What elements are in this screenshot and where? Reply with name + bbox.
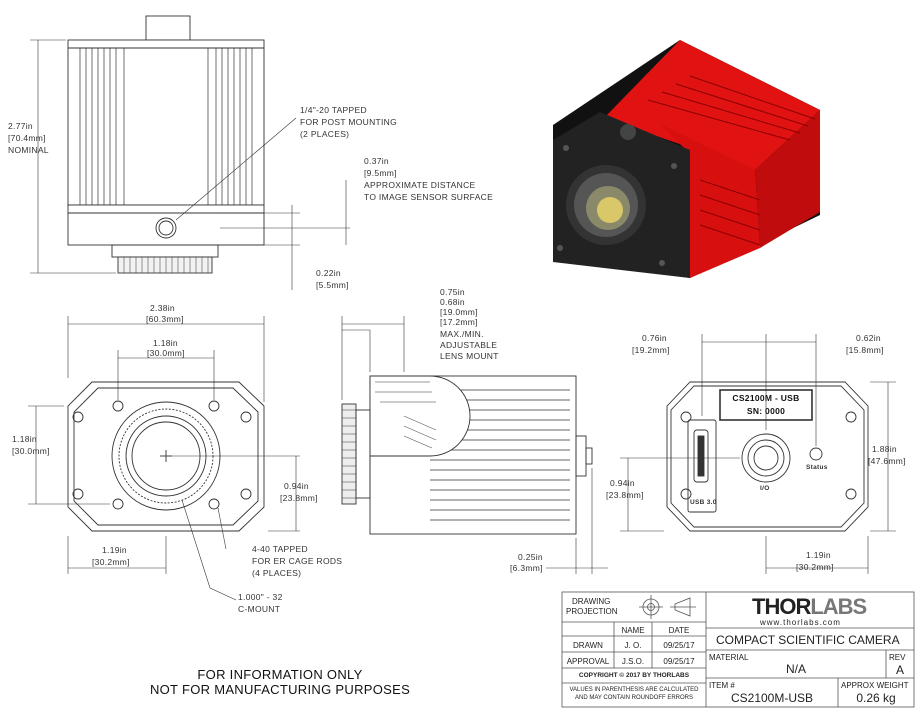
center-dim-mm: [23.8mm] [280, 493, 318, 503]
rear-center-dim-mm: [23.8mm] [606, 490, 644, 500]
approval-label: APPROVAL [566, 657, 610, 666]
rear-bottom-dim-mm: [30.2mm] [796, 562, 834, 572]
bottom-dim-in: 1.19in [102, 545, 127, 555]
cage-note-2: FOR ER CAGE RODS [252, 556, 343, 566]
rear-height-dim-in: 1.88in [872, 444, 897, 454]
rear-right-dim-in: 0.62in [856, 333, 881, 343]
center-dim-in: 0.94in [284, 481, 309, 491]
cage-note-3: (4 PLACES) [252, 568, 302, 578]
inner-dim-mm: [30.0mm] [147, 348, 185, 358]
projection-label-2: PROJECTION [566, 607, 618, 616]
sensor-note-2: TO IMAGE SENSOR SURFACE [364, 192, 494, 202]
rear-center-dim-in: 0.94in [610, 478, 635, 488]
inner-dim-in: 1.18in [153, 338, 178, 348]
title-block [561, 591, 915, 708]
drawn-date: 09/25/17 [663, 641, 695, 650]
cmount-note-2: C-MOUNT [238, 604, 281, 614]
tapped-note-1: 1/4"-20 TAPPED [300, 105, 367, 115]
width-dim-mm: [60.3mm] [146, 314, 184, 324]
copyright: COPYRIGHT © 2017 BY THORLABS [578, 672, 690, 679]
lens-note-2: ADJUSTABLE [440, 340, 498, 350]
drawn-label: DRAWN [573, 641, 603, 650]
side-view [341, 316, 608, 574]
top-view [30, 15, 350, 290]
disclaimer-line-1: FOR INFORMATION ONLY [197, 667, 363, 682]
side-bottom-dim-in: 0.25in [518, 552, 543, 562]
mount-dim-mm: [5.5mm] [316, 280, 349, 290]
weight-label: APPROX WEIGHT [841, 681, 909, 690]
date-header: DATE [668, 626, 690, 635]
rear-bottom-dim-in: 1.19in [806, 550, 831, 560]
height-dim-note: NOMINAL [8, 145, 49, 155]
thorlabs-logo: THORLABS [752, 594, 867, 619]
lens-dim-mm-2: [17.2mm] [440, 317, 478, 327]
lens-dim-mm-1: [19.0mm] [440, 307, 478, 317]
sensor-dim-mm: [9.5mm] [364, 168, 397, 178]
website: www.thorlabs.com [760, 618, 841, 627]
rear-height-dim-mm: [47.6mm] [868, 456, 906, 466]
mount-dim-in: 0.22in [316, 268, 341, 278]
cmount-note-1: 1.000" - 32 [238, 592, 283, 602]
lens-note-1: MAX./MIN. [440, 329, 484, 339]
io-port-label: I/O [760, 485, 770, 492]
weight-value: 0.26 kg [856, 691, 896, 705]
front-view [28, 316, 300, 601]
projection-label-1: DRAWING [572, 597, 611, 606]
side-dim-mm: [30.0mm] [12, 446, 50, 456]
sensor-note-1: APPROXIMATE DISTANCE [364, 180, 476, 190]
rev-value: A [895, 663, 904, 677]
item-value: CS2100M-USB [730, 691, 814, 705]
approval-date: 09/25/17 [663, 657, 695, 666]
sensor-dim-in: 0.37in [364, 156, 389, 166]
rear-right-dim-mm: [15.8mm] [846, 345, 884, 355]
usb-port-label: USB 3.0 [690, 499, 717, 506]
disclaimer-line-2: NOT FOR MANUFACTURING PURPOSES [149, 682, 411, 697]
approval-name: J.S.O. [621, 657, 645, 666]
camera-render [553, 40, 820, 278]
lens-dim-in-2: 0.68in [440, 297, 465, 307]
rev-label: REV [889, 653, 906, 662]
height-dim-in: 2.77in [8, 121, 33, 131]
name-header: NAME [621, 626, 645, 635]
drawn-name: J. O. [624, 641, 642, 650]
rounding-note-2: AND MAY CONTAIN ROUNDOFF ERRORS [574, 695, 693, 701]
tapped-note-2: FOR POST MOUNTING [300, 117, 398, 127]
lens-note-3: LENS MOUNT [440, 351, 499, 361]
side-bottom-dim-mm: [6.3mm] [510, 563, 543, 573]
serial-label: SN: 0000 [746, 406, 786, 416]
bottom-dim-mm: [30.2mm] [92, 557, 130, 567]
rear-left-dim-mm: [19.2mm] [632, 345, 670, 355]
lens-dim-in-1: 0.75in [440, 287, 465, 297]
width-dim-in: 2.38in [150, 303, 175, 313]
material-value: N/A [785, 662, 806, 676]
post-mount-hole [155, 217, 177, 239]
tapped-note-3: (2 PLACES) [300, 129, 350, 139]
material-label: MATERIAL [709, 653, 749, 662]
cage-note-1: 4-40 TAPPED [252, 544, 308, 554]
rounding-note-1: VALUES IN PARENTHESIS ARE CALCULATED [569, 687, 699, 693]
item-label: ITEM # [709, 681, 735, 690]
product-title: COMPACT SCIENTIFIC CAMERA [716, 633, 900, 647]
side-dim-in: 1.18in [12, 434, 37, 444]
height-dim-mm: [70.4mm] [8, 133, 46, 143]
rear-view [620, 334, 896, 574]
status-led-label: Status [806, 464, 828, 471]
model-label: CS2100M - USB [732, 393, 800, 403]
rear-left-dim-in: 0.76in [642, 333, 667, 343]
